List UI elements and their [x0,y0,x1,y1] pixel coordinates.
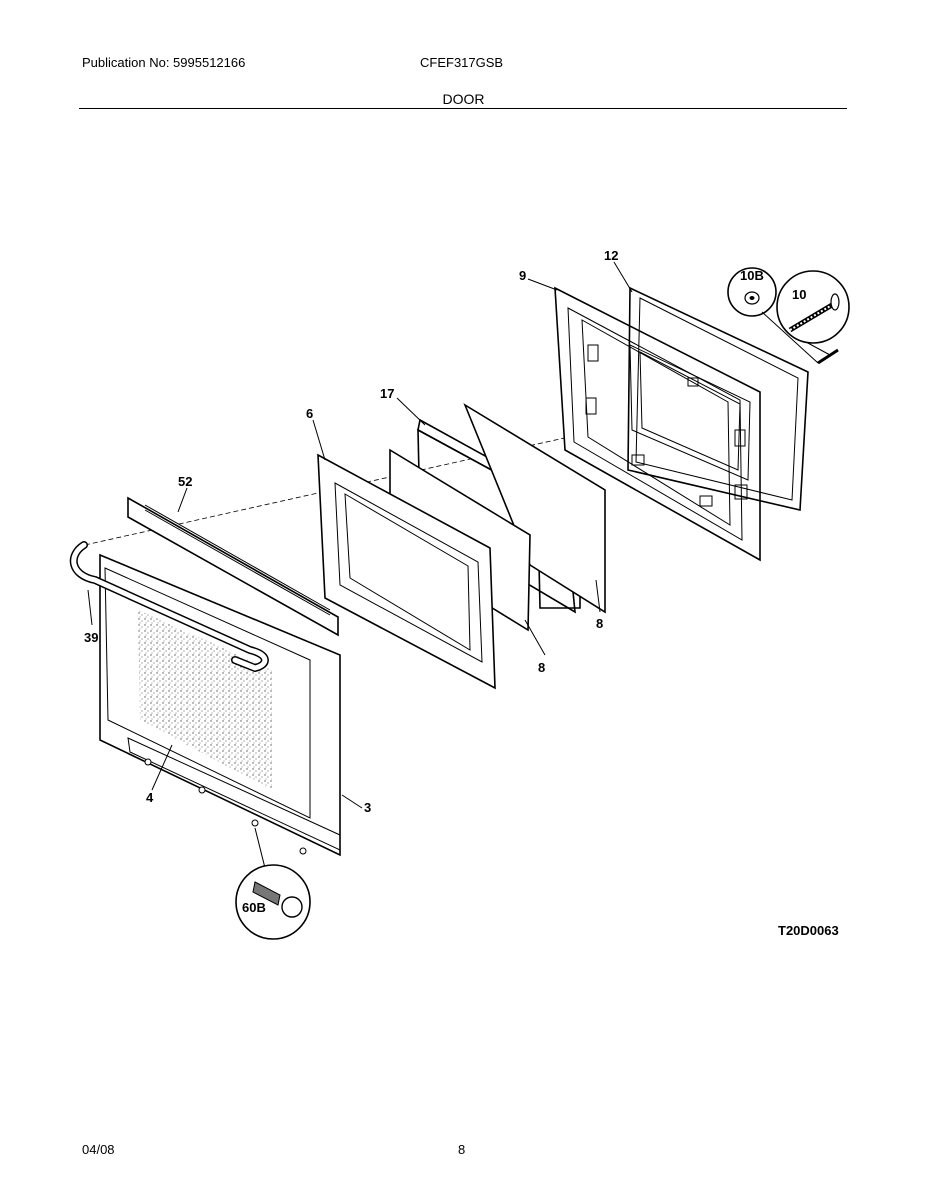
callout-10b: 10B [740,268,764,283]
leader-8b [595,579,601,613]
leader-52 [177,487,188,513]
leader-17 [396,397,426,426]
leader-6 [312,419,326,461]
rear-glass-panel [463,403,606,614]
outer-door-panel [99,553,341,857]
top-trim [127,496,339,637]
footer-date: 04/08 [82,1142,115,1157]
model-number: CFEF317GSB [420,55,504,70]
leader-39 [87,589,93,626]
leader-4 [151,744,173,791]
bottom-screws [144,758,307,855]
section-title: DOOR [442,91,485,107]
callout-12: 12 [604,248,618,263]
callout-39: 39 [84,630,98,645]
leader-8a [524,619,546,656]
door-handle [69,541,269,673]
callout-8-front-glass: 8 [538,660,545,675]
screw-callout [761,270,850,365]
callout-3: 3 [364,800,371,815]
callout-8-rear-glass: 8 [596,616,603,631]
header-rule [79,108,847,109]
callout-9: 9 [519,268,526,283]
callout-52: 52 [178,474,192,489]
callout-10: 10 [792,287,806,302]
callout-4: 4 [146,790,154,805]
leader-3 [341,794,363,809]
leader-9 [527,278,558,291]
callout-17: 17 [380,386,394,401]
callout-60b: 60B [242,900,266,915]
door-frame [317,453,496,690]
diagram-code: T20D0063 [778,923,839,938]
screw-60b-callout [235,827,311,940]
leader-12 [613,261,633,293]
callout-6: 6 [306,406,313,421]
inner-door-liner [554,286,761,562]
publication-number: Publication No: 5995512166 [82,55,246,70]
page-number: 8 [458,1142,466,1157]
washer-callout [727,267,777,317]
door-gasket-frame [627,286,809,511]
